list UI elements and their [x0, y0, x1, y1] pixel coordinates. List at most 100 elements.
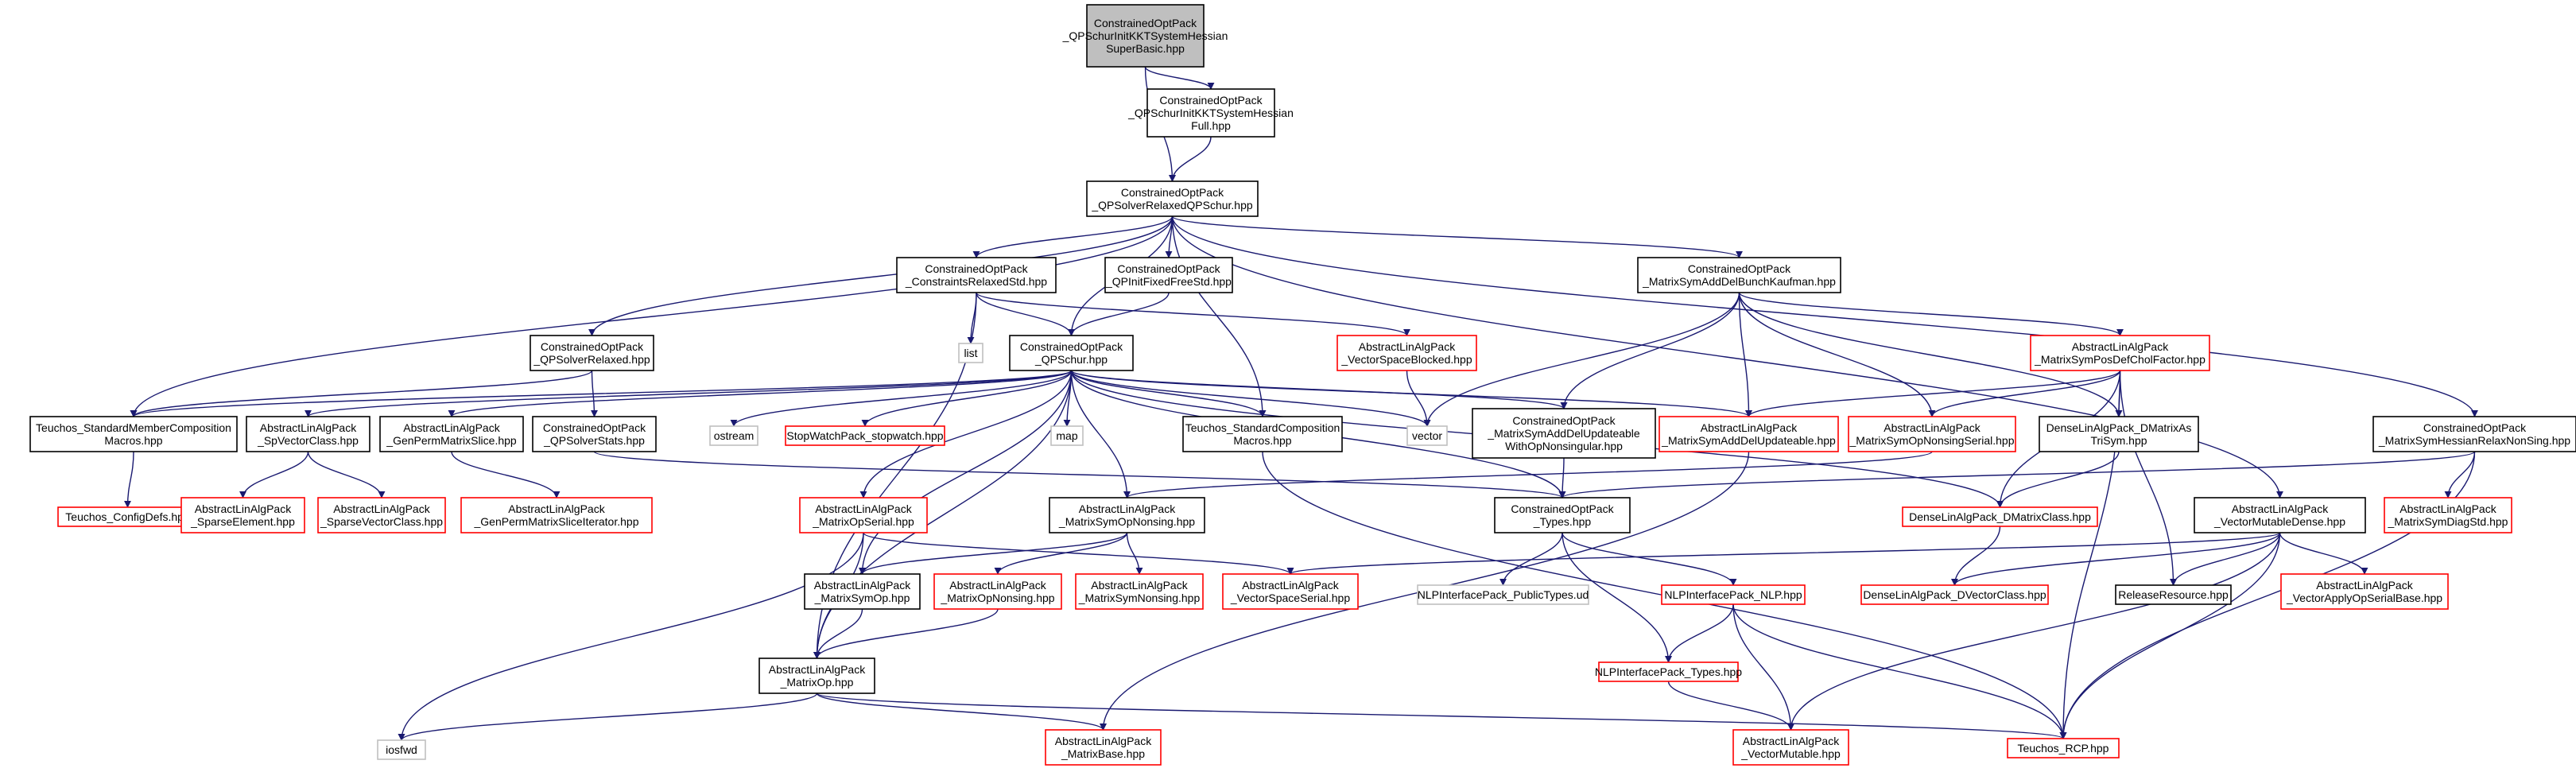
node-label: _SparseVectorClass.hpp — [320, 515, 443, 528]
node-opserial[interactable]: AbstractLinAlgPack_MatrixOpSerial.hpp — [799, 497, 928, 533]
node-box — [1146, 88, 1275, 138]
node-root[interactable]: ConstrainedOptPack_QPSchurInitKKTSystemH… — [1062, 4, 1228, 68]
node-iosfwd: iosfwd — [377, 739, 426, 760]
node-qpschur[interactable]: ConstrainedOptPack_QPSchur.hpp — [1009, 335, 1134, 371]
node-sparseel[interactable]: AbstractLinAlgPack_SparseElement.hpp — [180, 497, 305, 533]
edge-opnons-to-matrixop — [813, 608, 999, 659]
node-vsblocked[interactable]: AbstractLinAlgPack_VectorSpaceBlocked.hp… — [1336, 335, 1477, 371]
edge-qpinitfixed-to-qpschur — [1068, 292, 1170, 336]
node-box — [1049, 497, 1205, 533]
edge-qpschur-to-tscomp — [1070, 370, 1267, 417]
node-configdefs[interactable]: Teuchos_ConfigDefs.hpp — [57, 506, 198, 527]
node-spvector[interactable]: AbstractLinAlgPack_SpVectorClass.hpp — [246, 416, 370, 452]
node-symupd[interactable]: ConstrainedOptPack_MatrixSymAddDelUpdate… — [1472, 408, 1656, 459]
node-label: AbstractLinAlgPack — [1091, 579, 1188, 592]
node-dvector[interactable]: DenseLinAlgPack_DVectorClass.hpp — [1860, 584, 2049, 605]
node-vecmutable[interactable]: AbstractLinAlgPack_VectorMutable.hpp — [1732, 729, 1849, 766]
node-box — [1406, 425, 1448, 446]
edge-qpschur-to-symopnons — [1070, 370, 1131, 499]
node-nlptypes[interactable]: NLPInterfacePack_Types.hpp — [1595, 661, 1742, 682]
node-label: AbstractLinAlgPack — [1884, 421, 1980, 434]
node-qpstats[interactable]: ConstrainedOptPack_QPSolverStats.hpp — [532, 416, 657, 452]
node-addupd[interactable]: AbstractLinAlgPack_MatrixSymAddDelUpdate… — [1658, 416, 1839, 452]
node-solverrelaxed[interactable]: ConstrainedOptPack_QPSolverRelaxed.hpp — [530, 335, 654, 371]
node-nlp[interactable]: NLPInterfacePack_NLP.hpp — [1661, 584, 1806, 605]
edge-relaxedqp-to-tscomp — [1171, 215, 1267, 417]
node-box — [1182, 416, 1343, 452]
node-hessrelax[interactable]: ConstrainedOptPack_MatrixSymHessianRelax… — [2372, 416, 2576, 452]
node-label: DenseLinAlgPack_DMatrixClass.hpp — [1909, 510, 2091, 523]
node-label: AbstractLinAlgPack — [2072, 340, 2169, 353]
node-box — [246, 416, 370, 452]
node-label: _QPSolverRelaxedQPSchur.hpp — [1091, 199, 1253, 211]
node-opnons[interactable]: AbstractLinAlgPack_MatrixOpNonsing.hpp — [933, 573, 1062, 610]
node-release[interactable]: ReleaseResource.hpp — [2115, 584, 2232, 605]
edge-qpschur-to-vector — [1070, 370, 1431, 427]
node-vapply[interactable]: AbstractLinAlgPack_VectorApplyOpSerialBa… — [2280, 573, 2449, 610]
node-matrixop[interactable]: AbstractLinAlgPack_MatrixOp.hpp — [758, 658, 875, 694]
edge-nlp-to-nlptypes — [1665, 603, 1734, 663]
node-rcp[interactable]: Teuchos_RCP.hpp — [2007, 738, 2120, 758]
edge-opnonsser-to-symopnons — [1123, 451, 1933, 499]
node-vecmut[interactable]: AbstractLinAlgPack_VectorMutableDense.hp… — [2194, 497, 2366, 533]
edge-solverrelaxed-to-tsmember — [130, 370, 593, 417]
node-ostream: ostream — [709, 425, 758, 446]
edge-bunch-to-addupd — [1738, 292, 1752, 417]
node-symnons[interactable]: AbstractLinAlgPack_MatrixSymNonsing.hpp — [1075, 573, 1204, 610]
node-matbase[interactable]: AbstractLinAlgPack_MatrixBase.hpp — [1045, 729, 1162, 766]
node-tsmember[interactable]: Teuchos_StandardMemberCompositionMacros.… — [29, 416, 238, 452]
node-box — [1658, 416, 1839, 452]
edge-vsblocked-to-vector — [1406, 370, 1431, 427]
node-box — [379, 416, 524, 452]
node-relaxedqp[interactable]: ConstrainedOptPack_QPSolverRelaxedQPSchu… — [1086, 180, 1259, 217]
node-posdef[interactable]: AbstractLinAlgPack_MatrixSymPosDefCholFa… — [2030, 335, 2210, 371]
node-label: TriSym.hpp — [2090, 434, 2147, 447]
node-label: _MatrixSymAddDelUpdateable.hpp — [1661, 434, 1836, 447]
node-genperm[interactable]: AbstractLinAlgPack_GenPermMatrixSlice.hp… — [379, 416, 524, 452]
edge-relaxedqp-to-solverrelaxed — [588, 215, 1174, 336]
node-symop[interactable]: AbstractLinAlgPack_MatrixSymOp.hpp — [804, 573, 921, 610]
node-bunch[interactable]: ConstrainedOptPack_MatrixSymAddDelBunchK… — [1637, 257, 1841, 293]
node-box — [2280, 573, 2449, 610]
node-label: WithOpNonsingular.hpp — [1505, 440, 1623, 452]
edge-opserial-to-vspser — [863, 532, 1294, 575]
node-label: ConstrainedOptPack — [1121, 186, 1224, 199]
edge-qpschur-to-opserial — [859, 370, 1073, 499]
node-constraints[interactable]: ConstrainedOptPack_ConstraintsRelaxedStd… — [896, 257, 1057, 293]
edge-types-to-nlptypes — [1562, 532, 1672, 663]
node-list: list — [958, 343, 983, 363]
edge-symop-to-matrixop — [813, 608, 863, 659]
node-label: NLPInterfacePack_Types.hpp — [1595, 665, 1742, 678]
node-diagstd[interactable]: AbstractLinAlgPack_MatrixSymDiagStd.hpp — [2384, 497, 2512, 533]
node-genpermit[interactable]: AbstractLinAlgPack_GenPermMatrixSliceIte… — [460, 497, 653, 533]
node-box — [1494, 497, 1631, 533]
node-label: Full.hpp — [1191, 119, 1231, 132]
node-qpinitfixed[interactable]: ConstrainedOptPack_QPInitFixedFreeStd.hp… — [1104, 257, 1233, 293]
node-label: _MatrixSymAddDelUpdateable — [1487, 427, 1640, 440]
node-map: map — [1050, 425, 1084, 446]
node-symopnons[interactable]: AbstractLinAlgPack_MatrixSymOpNonsing.hp… — [1049, 497, 1205, 533]
node-stopwatch[interactable]: StopWatchPack_stopwatch.hpp — [785, 425, 945, 446]
node-vspser[interactable]: AbstractLinAlgPack_VectorSpaceSerial.hpp — [1222, 573, 1359, 610]
node-dmatrix[interactable]: DenseLinAlgPack_DMatrixClass.hpp — [1902, 506, 2098, 527]
node-sparsevec[interactable]: AbstractLinAlgPack_SparseVectorClass.hpp — [317, 497, 446, 533]
node-label: AbstractLinAlgPack — [403, 421, 500, 434]
node-full[interactable]: ConstrainedOptPack_QPSchurInitKKTSystemH… — [1127, 88, 1294, 138]
node-box — [758, 658, 875, 694]
edge-nlptypes-to-vecmutable — [1667, 681, 1794, 731]
node-box — [1336, 335, 1477, 371]
edge-vecmut-to-vecmutable — [1787, 532, 2281, 731]
node-label: ConstrainedOptPack — [1512, 414, 1616, 427]
node-opnonsser[interactable]: AbstractLinAlgPack_MatrixSymOpNonsingSer… — [1848, 416, 2016, 452]
node-label: _QPInitFixedFreeStd.hpp — [1105, 275, 1232, 288]
edges-layer — [124, 66, 2478, 741]
edge-constraints-to-qpschur — [976, 292, 1075, 336]
node-label: _QPSchur.hpp — [1034, 353, 1108, 366]
node-types[interactable]: ConstrainedOptPack_Types.hpp — [1494, 497, 1631, 533]
node-label: _MatrixBase.hpp — [1061, 747, 1145, 760]
node-box — [2372, 416, 2576, 452]
node-label: _Types.hpp — [1533, 515, 1592, 528]
node-label: ConstrainedOptPack — [2423, 421, 2527, 434]
